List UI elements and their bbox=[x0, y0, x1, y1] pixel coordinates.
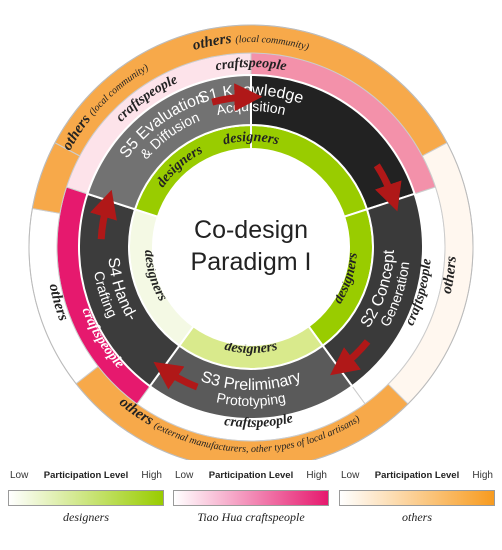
craftspeople-label-1: craftspeople bbox=[214, 56, 288, 74]
designers-label-1: designers bbox=[222, 130, 281, 149]
legend-low: Low bbox=[10, 470, 29, 481]
legend-caption: Tiao Hua craftspeople bbox=[197, 510, 305, 524]
legend-craftspeople: Low Participation Level High Tiao Hua cr… bbox=[173, 470, 329, 540]
stage-segment-s5 bbox=[86, 73, 252, 211]
stage-arrow-1 bbox=[373, 163, 402, 212]
stage-subtitle-s3: Prototyping bbox=[215, 389, 287, 409]
legend-low: Low bbox=[341, 470, 360, 481]
legend-title: Participation Level bbox=[208, 470, 294, 481]
stage-ring bbox=[78, 73, 424, 420]
legend-caption: designers bbox=[63, 510, 109, 524]
legend-low: Low bbox=[175, 470, 194, 481]
outer-border bbox=[28, 24, 474, 460]
legend-gradient-bar bbox=[173, 490, 329, 506]
legend-others: Low Participation Level High others bbox=[339, 470, 495, 540]
legend-high: High bbox=[472, 470, 493, 481]
legend-caption: others bbox=[402, 510, 432, 524]
legend-title: Participation Level bbox=[43, 470, 129, 481]
legend-gradient-bar bbox=[339, 490, 495, 506]
craftspeople-label-3: craftspeople bbox=[223, 411, 294, 431]
others-label-2: others bbox=[439, 256, 460, 296]
stage-arrow-4 bbox=[90, 189, 117, 240]
stage-arrow-2 bbox=[330, 339, 371, 376]
stage-arrows bbox=[90, 83, 402, 391]
stage-arrow-5 bbox=[211, 83, 263, 112]
legend-high: High bbox=[141, 470, 162, 481]
legend-high: High bbox=[306, 470, 327, 481]
legend-title: Participation Level bbox=[374, 470, 460, 481]
legend-designers: Low Participation Level High designers bbox=[8, 470, 164, 540]
center-title-line1: Co-design bbox=[194, 216, 308, 244]
center-title-line2: Paradigm I bbox=[191, 248, 312, 276]
center-circle bbox=[153, 149, 349, 345]
legend-gradient-bar bbox=[8, 490, 164, 506]
stage-arrow-3 bbox=[153, 361, 199, 391]
